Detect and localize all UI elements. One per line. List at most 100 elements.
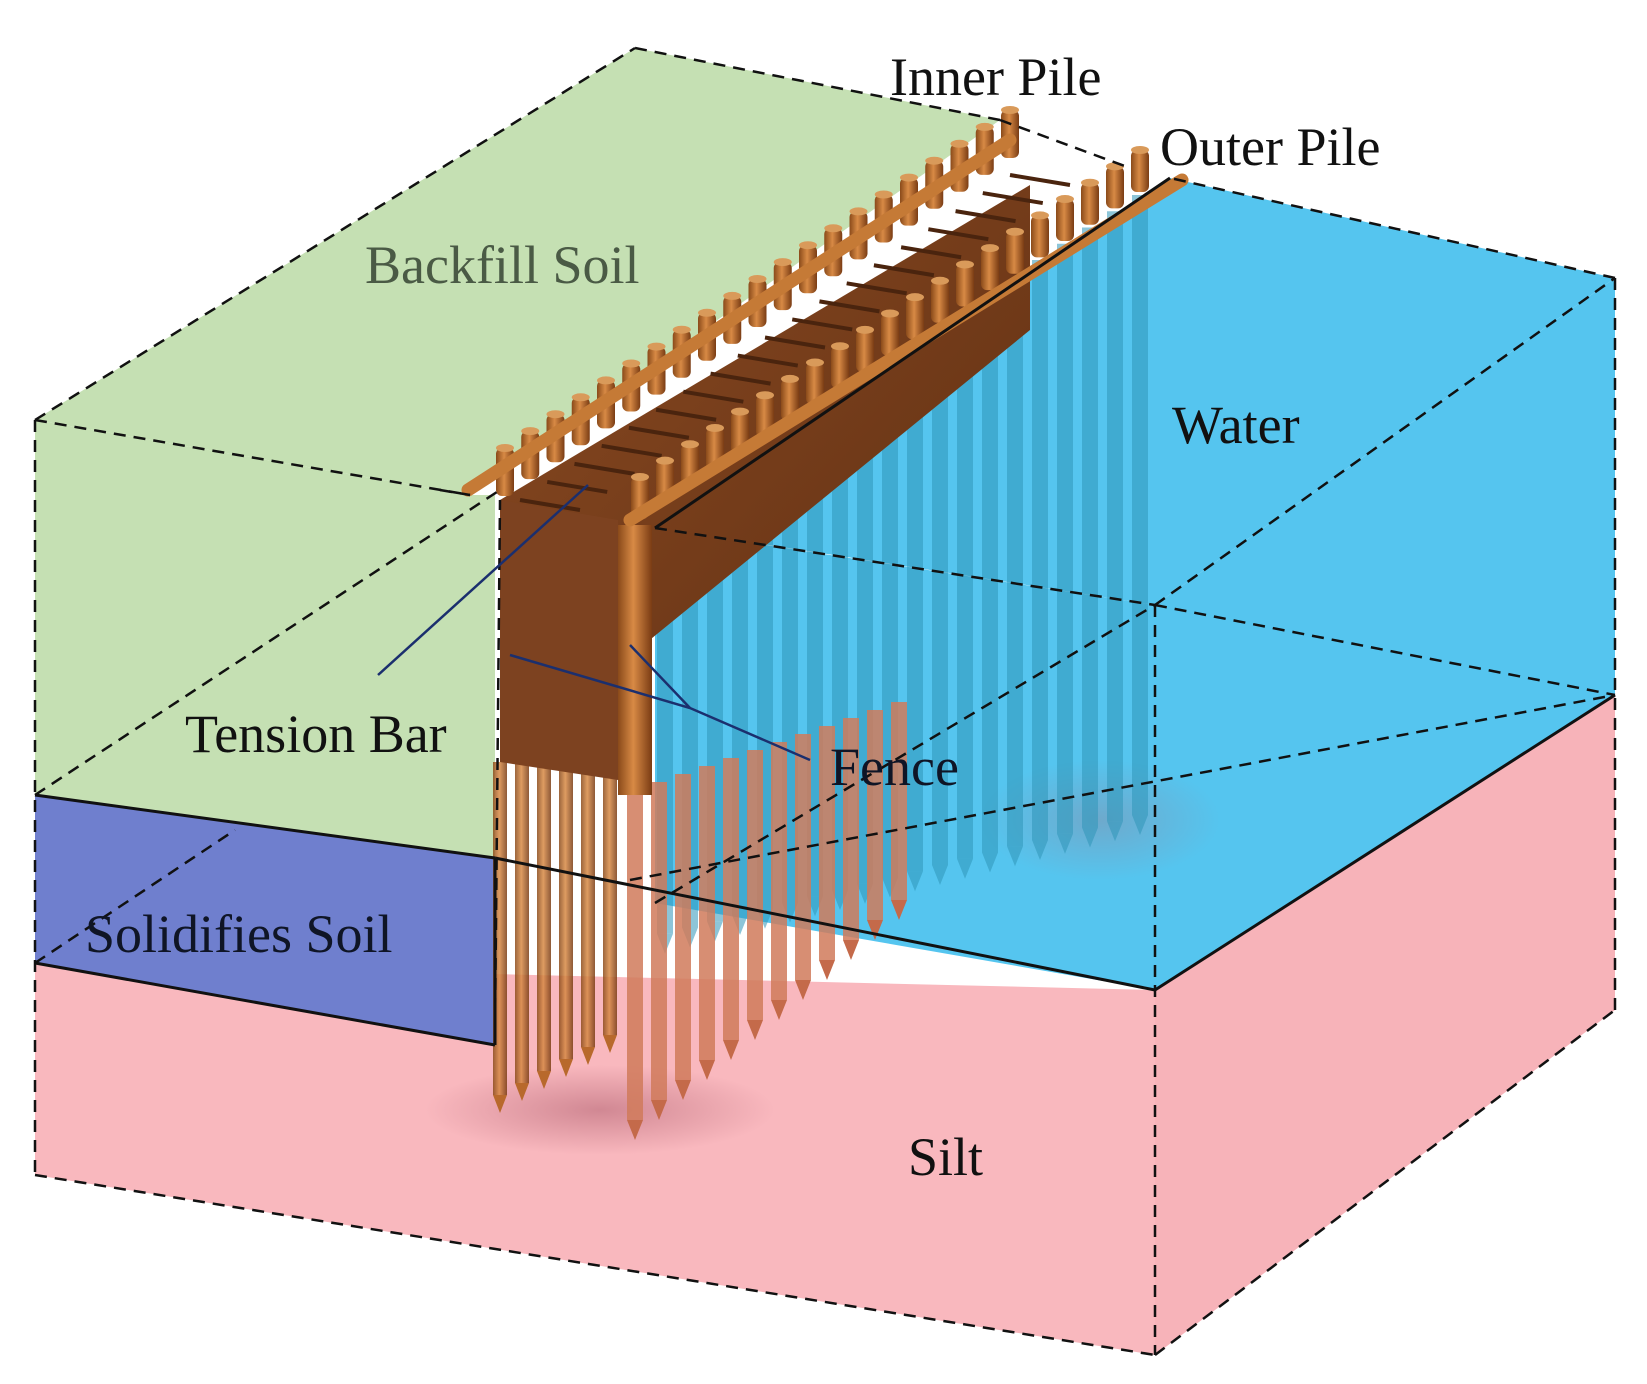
inner-pile-tip bbox=[493, 1095, 507, 1113]
inner-pile-cap bbox=[925, 156, 944, 165]
inner-pile-cap bbox=[597, 376, 615, 385]
edge-line bbox=[34, 961, 496, 1047]
outer-pile-top bbox=[806, 362, 824, 405]
tension-bar bbox=[683, 389, 744, 404]
outer-pile-tip bbox=[957, 858, 973, 879]
inner-pile-cap bbox=[672, 325, 691, 334]
backfill-front-face bbox=[35, 420, 495, 858]
outer-pile-shaft bbox=[627, 790, 643, 1120]
outer-pile-tip bbox=[1007, 846, 1023, 867]
dashed-edge bbox=[1154, 603, 1616, 697]
inner-pile-shaft bbox=[603, 742, 617, 1035]
outer-pile-tip bbox=[771, 1000, 787, 1020]
outer-pile-submerged bbox=[982, 292, 998, 853]
fence-leader bbox=[629, 644, 691, 709]
outer-pile-cap bbox=[856, 325, 874, 334]
outer-pile-top bbox=[1056, 199, 1074, 242]
layer-edges bbox=[34, 176, 1616, 1047]
outer-pile-shaft bbox=[675, 774, 691, 1080]
outer-pile-top bbox=[1131, 150, 1149, 192]
outer-pile-tip bbox=[907, 871, 923, 892]
tension-bar bbox=[982, 191, 1044, 206]
outer-pile-tip bbox=[843, 940, 859, 960]
outer-pile-tip bbox=[795, 980, 811, 1000]
labels: Inner Pile Outer Pile Backfill Soil Wate… bbox=[85, 47, 1380, 1187]
silt-layer bbox=[35, 695, 1615, 1355]
tension-bar bbox=[846, 281, 907, 296]
outer-pile-top bbox=[881, 313, 899, 356]
outer-pile-shaft bbox=[699, 766, 715, 1060]
tension-bar bbox=[737, 353, 799, 368]
outer-pile-cap bbox=[931, 276, 949, 285]
inner-pile-shaft bbox=[537, 754, 551, 1071]
inner-pile-tip bbox=[537, 1071, 551, 1089]
outer-pile-tip bbox=[747, 1020, 763, 1040]
fence-front-panel bbox=[500, 500, 618, 780]
leader-lines bbox=[377, 484, 811, 762]
inner-pile-cap bbox=[723, 291, 742, 300]
inner-pile-cap bbox=[698, 308, 716, 317]
backfill-soil-layer bbox=[35, 48, 1000, 858]
dashed-edge bbox=[34, 828, 236, 965]
silt-front-face bbox=[35, 963, 1155, 1355]
inner-pile-cap bbox=[824, 224, 843, 233]
inner-pile-cap bbox=[521, 427, 540, 436]
edge-line bbox=[654, 176, 1171, 530]
inner-pile-label: Inner Pile bbox=[890, 47, 1101, 107]
outer-pile-tip bbox=[651, 1100, 667, 1120]
outer-pile-top bbox=[831, 346, 849, 389]
outer-pile-shaft bbox=[891, 702, 907, 900]
edge-line bbox=[494, 856, 1156, 992]
outer-pile-shaft bbox=[723, 758, 739, 1040]
outer-pile-cap bbox=[1006, 227, 1024, 236]
outer-pile-cap bbox=[1031, 211, 1049, 220]
outer-capping-beam bbox=[623, 173, 1189, 527]
tension-bar bbox=[1009, 173, 1071, 187]
edge-line bbox=[34, 793, 496, 860]
outer-pile-cap bbox=[806, 358, 824, 367]
tension-bar bbox=[601, 443, 662, 458]
silt-right-face bbox=[1155, 695, 1615, 1355]
tension-bar bbox=[574, 461, 635, 476]
inner-pile-cap bbox=[900, 173, 918, 182]
outer-pile-tip bbox=[891, 900, 907, 920]
outer-pile-shaft bbox=[771, 742, 787, 1000]
outer-pile-cap bbox=[906, 293, 924, 302]
inner-pile-shaft bbox=[559, 750, 573, 1059]
tension-bar bbox=[873, 263, 935, 278]
inner-pile-shaft bbox=[515, 758, 529, 1083]
inner-pile-shaft bbox=[581, 746, 595, 1047]
outer-pile-tip bbox=[699, 1060, 715, 1080]
dashed-edge bbox=[1154, 1009, 1616, 1356]
outer-pile-submerged bbox=[1007, 276, 1023, 847]
outer-pile-cap bbox=[756, 391, 774, 400]
inner-pile-cap bbox=[799, 241, 817, 250]
inner-pile-tip bbox=[603, 1035, 617, 1053]
inner-pile-cap bbox=[622, 359, 641, 368]
pile-shafts bbox=[493, 702, 907, 1140]
outer-pile-tip bbox=[1107, 821, 1123, 842]
tension-bar bbox=[764, 335, 826, 350]
outer-pile-tip bbox=[819, 960, 835, 980]
outer-pile-cap bbox=[1081, 178, 1099, 187]
outer-pile-submerged bbox=[1032, 260, 1048, 840]
outer-pile-shaft bbox=[867, 710, 883, 920]
tension-bar-label: Tension Bar bbox=[185, 704, 447, 764]
outer-front-pile-column bbox=[618, 525, 652, 795]
tension-bar bbox=[791, 317, 853, 332]
outer-pile-shaft bbox=[651, 782, 667, 1100]
outer-pile-row bbox=[631, 146, 1149, 519]
outer-pile-cap bbox=[656, 456, 674, 465]
outer-pile-top bbox=[956, 264, 974, 307]
outer-pile-top bbox=[906, 297, 924, 340]
tension-bar bbox=[655, 407, 717, 422]
inner-pile-tip bbox=[581, 1047, 595, 1065]
outer-pile-tip bbox=[675, 1080, 691, 1100]
edge-line bbox=[1154, 693, 1616, 992]
outer-pile-tip bbox=[932, 865, 948, 885]
outer-pile-shaft bbox=[795, 734, 811, 980]
dashed-edge bbox=[1169, 176, 1616, 280]
dashed-edge bbox=[34, 1173, 1156, 1357]
outer-pile-top bbox=[856, 329, 874, 372]
inner-pile-tip bbox=[559, 1059, 573, 1077]
